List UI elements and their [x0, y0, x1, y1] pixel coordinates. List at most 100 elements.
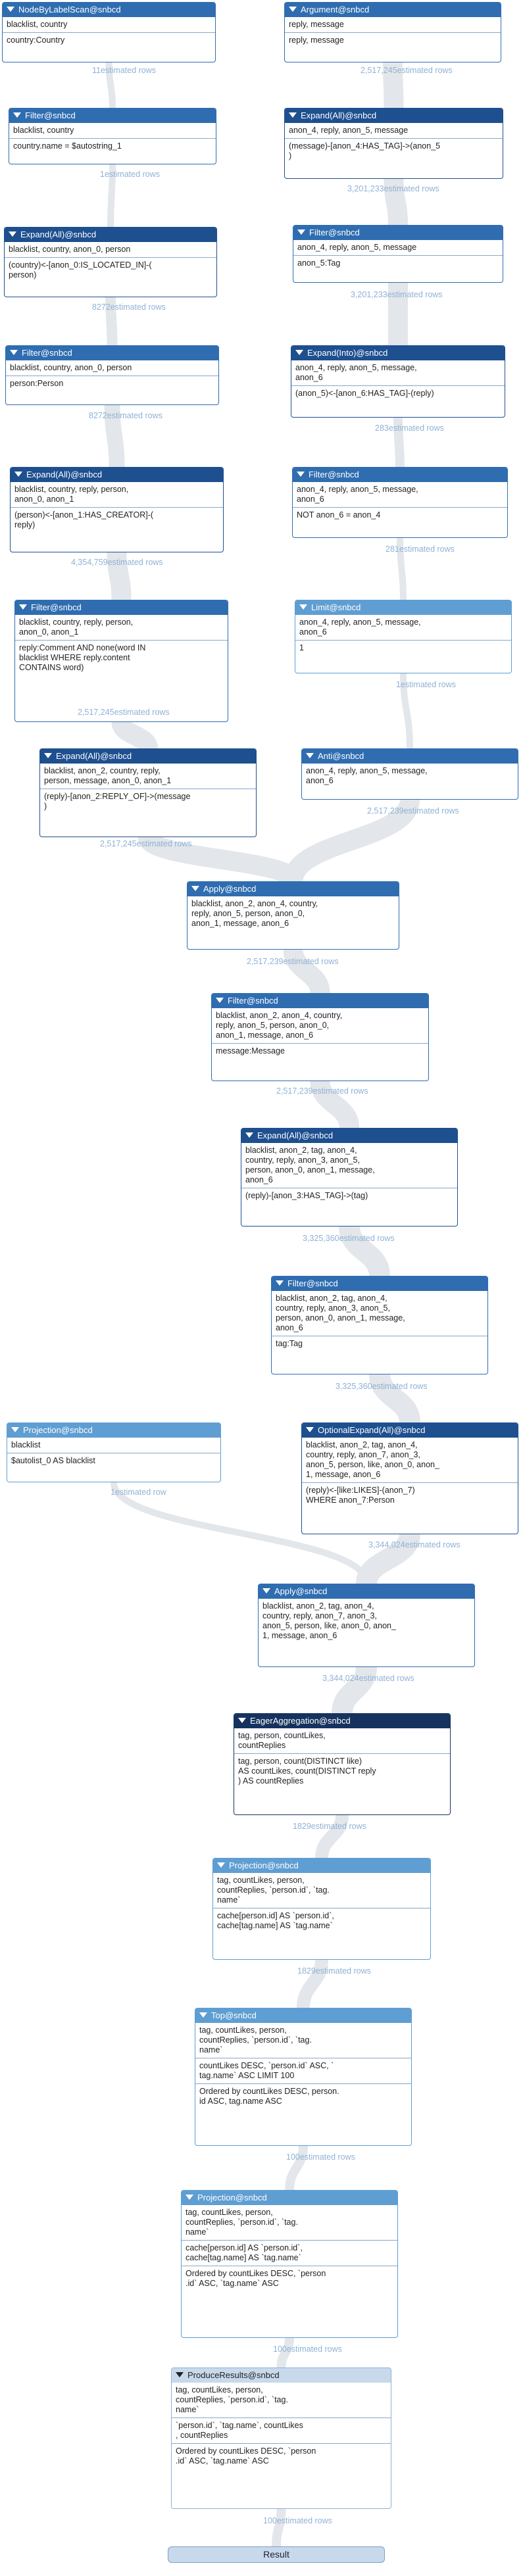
estimated-rows-label: 3,201,233estimated rows	[347, 184, 439, 193]
collapse-triangle-icon[interactable]	[11, 1427, 19, 1432]
operator-header[interactable]: Projection@snbcd	[182, 2191, 397, 2205]
estimated-rows-label: 8272estimated rows	[89, 411, 162, 420]
collapse-triangle-icon[interactable]	[10, 350, 18, 355]
operator-title: Filter@snbcd	[31, 602, 82, 612]
flow-lane	[400, 673, 413, 749]
operator-header[interactable]: Anti@snbcd	[302, 749, 518, 764]
collapse-triangle-icon[interactable]	[216, 998, 224, 1003]
operator-details: tag, person, count(DISTINCT like) AS cou…	[234, 1753, 450, 1789]
collapse-triangle-icon[interactable]	[19, 604, 27, 610]
collapse-triangle-icon[interactable]	[176, 2372, 184, 2377]
operator-header[interactable]: Expand(All)@snbcd	[241, 1129, 457, 1143]
operator-header[interactable]: Expand(All)@snbcd	[285, 109, 503, 123]
operator-details: (person)<-[anon_1:HAS_CREATOR]-( reply)	[11, 507, 223, 533]
operator-header[interactable]: Apply@snbcd	[187, 882, 399, 896]
operator-header[interactable]: Expand(Into)@snbcd	[291, 346, 505, 360]
collapse-triangle-icon[interactable]	[199, 2012, 207, 2018]
operator-header[interactable]: Argument@snbcd	[285, 3, 501, 17]
collapse-triangle-icon[interactable]	[191, 886, 199, 891]
operator-header[interactable]: Projection@snbcd	[7, 1423, 220, 1438]
operator-header[interactable]: Expand(All)@snbcd	[11, 468, 223, 482]
collapse-triangle-icon[interactable]	[217, 1862, 225, 1868]
operator-header[interactable]: Filter@snbcd	[293, 468, 507, 482]
operator-header[interactable]: Expand(All)@snbcd	[40, 749, 256, 764]
collapse-triangle-icon[interactable]	[289, 112, 297, 118]
operator-node[interactable]: OptionalExpand(All)@snbcd blacklist, anon…	[301, 1422, 518, 1534]
operator-node[interactable]: Projection@snbcd tag, countLikes, person,…	[212, 1858, 431, 1960]
collapse-triangle-icon[interactable]	[14, 472, 22, 477]
collapse-triangle-icon[interactable]	[306, 753, 314, 758]
collapse-triangle-icon[interactable]	[299, 604, 307, 610]
operator-node[interactable]: EagerAggregation@snbcd tag, person, count…	[234, 1713, 451, 1815]
collapse-triangle-icon[interactable]	[238, 1718, 246, 1723]
operator-details: (country)<-[anon_0:IS_LOCATED_IN]-( pers…	[5, 257, 216, 283]
operator-header[interactable]: Limit@snbcd	[295, 600, 511, 615]
operator-title: OptionalExpand(All)@snbcd	[318, 1425, 426, 1435]
operator-header[interactable]: Filter@snbcd	[6, 346, 218, 360]
flow-lane	[272, 2508, 286, 2547]
flow-lane	[107, 164, 116, 228]
estimated-rows-label: 3,325,360estimated rows	[303, 1234, 395, 1243]
result-node[interactable]: Result	[168, 2546, 385, 2563]
collapse-triangle-icon[interactable]	[7, 7, 14, 12]
operator-header[interactable]: Filter@snbcd	[293, 226, 503, 240]
collapse-triangle-icon[interactable]	[13, 112, 21, 118]
operator-identifiers: tag, countLikes, person, countReplies, `…	[217, 1876, 330, 1905]
collapse-triangle-icon[interactable]	[306, 1427, 314, 1432]
operator-header[interactable]: NodeByLabelScan@snbcd	[3, 3, 215, 17]
collapse-triangle-icon[interactable]	[262, 1588, 270, 1593]
operator-identifiers: blacklist, anon_2, tag, anon_4, country,…	[245, 1146, 375, 1184]
operator-identifiers: blacklist, country	[13, 126, 74, 135]
operator-details: person:Person	[6, 376, 218, 391]
operator-details: reply:Comment AND none(word IN blacklist…	[15, 640, 228, 675]
operator-node[interactable]: Expand(All)@snbcd blacklist, anon_2, tag,…	[241, 1128, 458, 1227]
collapse-triangle-icon[interactable]	[295, 350, 303, 355]
operator-header[interactable]: Filter@snbcd	[272, 1276, 487, 1291]
collapse-triangle-icon[interactable]	[186, 2195, 193, 2200]
operator-header[interactable]: Filter@snbcd	[15, 600, 228, 615]
operator-header[interactable]: Expand(All)@snbcd	[5, 228, 216, 242]
collapse-triangle-icon[interactable]	[297, 472, 305, 477]
flow-lane	[369, 1373, 420, 1424]
operator-header[interactable]: Filter@snbcd	[212, 994, 428, 1008]
collapse-triangle-icon[interactable]	[44, 753, 52, 758]
collapse-triangle-icon[interactable]	[245, 1132, 253, 1138]
operator-header[interactable]: Projection@snbcd	[213, 1859, 430, 1873]
operator-header[interactable]: Top@snbcd	[195, 2008, 411, 2023]
operator-title: Filter@snbcd	[228, 996, 278, 1006]
operator-header[interactable]: OptionalExpand(All)@snbcd	[302, 1423, 518, 1438]
operator-details: `person.id`, `tag.name`, countLikes , co…	[172, 2418, 391, 2443]
collapse-triangle-icon[interactable]	[289, 7, 297, 12]
operator-header[interactable]: ProduceResults@snbcd	[172, 2368, 391, 2383]
collapse-triangle-icon[interactable]	[297, 230, 305, 235]
operator-header[interactable]: Apply@snbcd	[259, 1584, 474, 1599]
collapse-triangle-icon[interactable]	[9, 231, 16, 237]
operator-identifiers: blacklist, anon_2, tag, anon_4, country,…	[306, 1440, 439, 1479]
collapse-triangle-icon[interactable]	[276, 1280, 284, 1286]
operator-title: Expand(All)@snbcd	[301, 110, 377, 120]
operator-header[interactable]: EagerAggregation@snbcd	[234, 1714, 450, 1728]
operator-header[interactable]: Filter@snbcd	[9, 109, 216, 123]
